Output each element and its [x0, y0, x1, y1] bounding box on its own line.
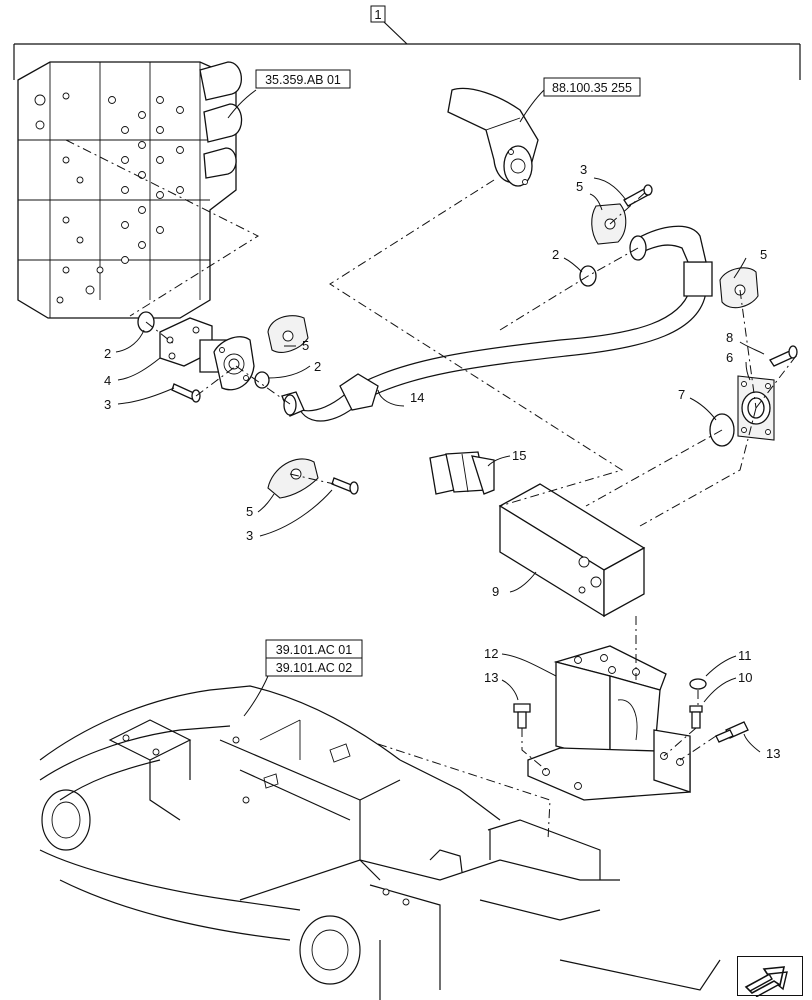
reference-control-valve[interactable]: 35.359.AB 01	[255, 69, 351, 89]
callout-2b: 2	[314, 359, 321, 374]
assembly-bracket: 1	[13, 5, 801, 80]
callout-10: 10	[738, 670, 752, 685]
callout-3b: 3	[580, 162, 587, 177]
callout-14: 14	[410, 390, 424, 405]
callout-2a: 2	[104, 346, 111, 361]
supply-pipe-stub	[447, 87, 539, 187]
callout-4: 4	[104, 373, 111, 388]
callout-15: 15	[512, 448, 526, 463]
bolt-8	[769, 345, 798, 367]
callout-numbers: 2 4 3 5 2 14 3 5 2 5 8 6 7 15 5 3 9 12 1…	[104, 162, 780, 761]
half-clamp-5d	[267, 458, 319, 499]
callout-13a: 13	[484, 670, 498, 685]
callout-5d: 5	[246, 504, 253, 519]
bolt-13b	[715, 721, 749, 743]
reference-label-supply-pipe[interactable]: 88.100.35 255	[552, 81, 632, 95]
callout-3c: 3	[246, 528, 253, 543]
bolt-13a	[513, 703, 531, 729]
callout-8: 8	[726, 330, 733, 345]
callout-7: 7	[678, 387, 685, 402]
valve-block-9	[498, 483, 646, 618]
alignment-lines	[65, 139, 797, 841]
callout-12: 12	[484, 646, 498, 661]
bolt-10	[689, 705, 703, 729]
next-page-arrow-icon	[744, 966, 788, 997]
mounting-bracket-12	[527, 645, 691, 801]
reference-frame-1[interactable]: 39.101.AC 01	[265, 639, 363, 659]
callout-5a: 5	[302, 338, 309, 353]
flange-adapter-4	[159, 317, 255, 391]
machine-frame	[39, 685, 721, 1000]
bolt-3b	[623, 184, 653, 207]
half-clamp-5a	[267, 315, 309, 353]
callout-13b: 13	[766, 746, 780, 761]
callout-3a: 3	[104, 397, 111, 412]
reference-supply-pipe[interactable]: 88.100.35 255	[543, 77, 641, 97]
reference-frame-2[interactable]: 39.101.AC 02	[265, 657, 363, 677]
callout-11: 11	[738, 648, 752, 663]
next-page-button[interactable]	[737, 956, 803, 997]
callout-5c: 5	[760, 247, 767, 262]
valve-bolts	[34, 92, 184, 304]
callout-6: 6	[726, 350, 733, 365]
leader-lines	[115, 89, 765, 753]
callout-5b: 5	[576, 179, 583, 194]
half-clamp-5c	[719, 267, 759, 309]
o-ring-2b	[254, 371, 270, 389]
check-valve-15	[429, 451, 495, 495]
reference-label-control-valve[interactable]: 35.359.AB 01	[265, 73, 341, 87]
assembly-index: 1	[374, 7, 381, 22]
reference-label-frame-2[interactable]: 39.101.AC 02	[276, 661, 352, 675]
control-valve-block	[17, 61, 243, 319]
assembly-index-box	[370, 5, 386, 23]
bolt-3c	[331, 477, 359, 495]
washer-11	[689, 678, 707, 690]
bolt-3a	[171, 383, 201, 403]
hose-14	[281, 225, 713, 422]
callout-9: 9	[492, 584, 499, 599]
callout-2c: 2	[552, 247, 559, 262]
reference-label-frame-1[interactable]: 39.101.AC 01	[276, 643, 352, 657]
half-clamp-5b	[591, 203, 627, 245]
